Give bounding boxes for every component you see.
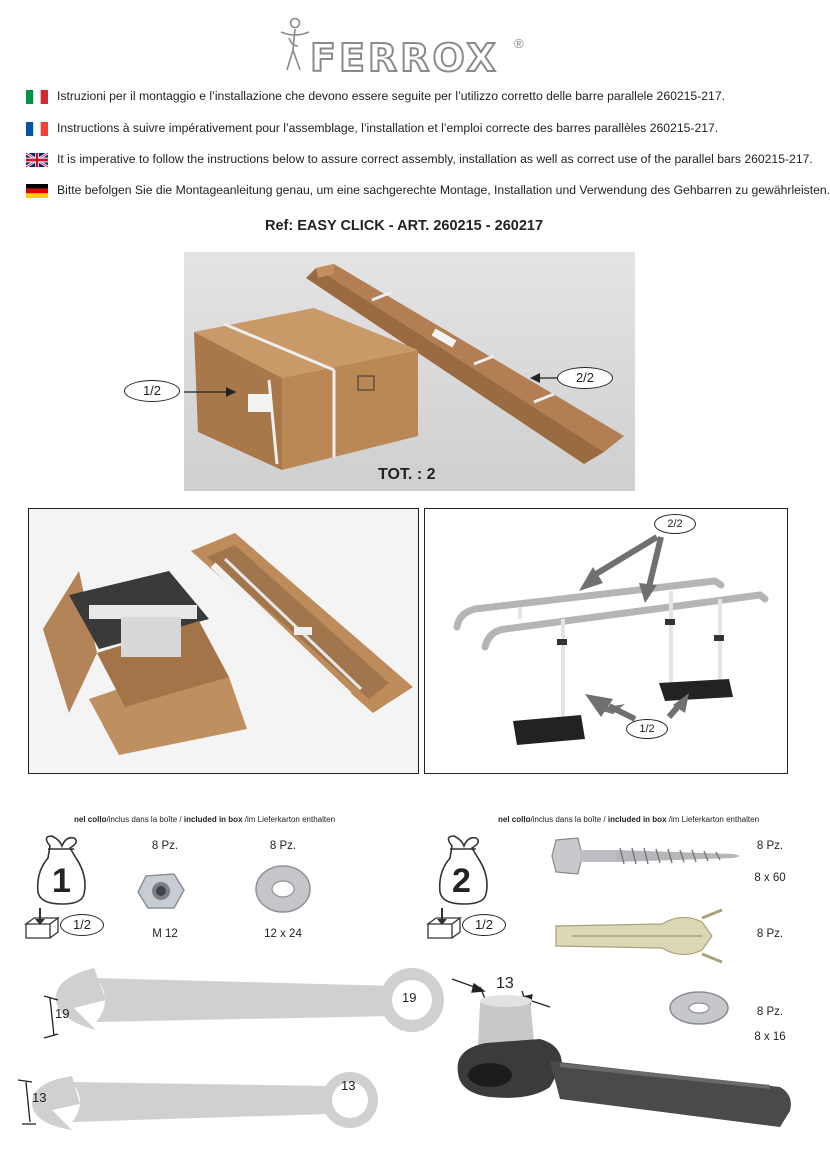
included-note-left: nel collo/inclus dans la boîte / include… xyxy=(74,815,336,824)
bag-number: 2 xyxy=(452,862,471,900)
box-download-icon xyxy=(426,908,462,939)
callout-arrows xyxy=(184,373,570,397)
washer-quantity: 8 Pz. xyxy=(269,840,297,852)
callout-arrows xyxy=(579,534,689,722)
flag-france-icon xyxy=(26,122,48,136)
instruction-french: Instructions à suivre impérativement pou… xyxy=(26,119,801,137)
washer-quantity: 8 Pz. xyxy=(756,1006,784,1018)
opened-box-photo xyxy=(28,508,419,774)
washer-size: 12 x 24 xyxy=(264,928,302,940)
socket-size: 13 xyxy=(496,975,514,992)
wall-plug-quantity: 8 Pz. xyxy=(756,928,784,940)
callout-box-2: 2/2 xyxy=(557,367,613,389)
registered-mark: ® xyxy=(514,36,524,51)
screw-icon xyxy=(551,837,740,875)
total-packages: TOT. : 2 xyxy=(378,466,436,483)
bag-number: 1 xyxy=(52,862,71,900)
screw-quantity: 8 Pz. xyxy=(756,840,784,852)
nut-icon xyxy=(137,873,185,909)
wrench-large-right-size: 19 xyxy=(402,990,417,1005)
opened-box-illustration xyxy=(43,533,413,755)
brand-name: FERROX xyxy=(309,35,499,81)
wrench-small-right-size: 13 xyxy=(341,1078,356,1093)
instruction-english: It is imperative to follow the instructi… xyxy=(25,150,813,169)
callout-bases: 1/2 xyxy=(626,719,668,739)
instruction-italian: Istruzioni per il montaggio e l’installa… xyxy=(26,87,801,105)
instruction-text: Istruzioni per il montaggio e l’installa… xyxy=(57,89,725,103)
socket-wrench-illustration xyxy=(451,978,791,1127)
reference-title: Ref: EASY CLICK - ART. 260215 - 260217 xyxy=(264,218,544,234)
wrench-large-left-size: 19 xyxy=(55,1006,70,1021)
washer-icon xyxy=(255,865,311,913)
athlete-icon xyxy=(280,17,310,71)
combination-wrenches-illustration xyxy=(17,968,444,1130)
wall-plug-icon xyxy=(555,908,723,964)
bag-icon xyxy=(36,835,86,905)
flag-uk-icon xyxy=(25,151,49,169)
included-note-right: nel collo/inclus dans la boîte / include… xyxy=(498,815,760,824)
flag-italy-icon xyxy=(26,90,48,104)
nut-size: M 12 xyxy=(152,928,178,940)
instruction-text: Instructions à suivre impérativement pou… xyxy=(57,121,719,135)
callout-bars: 2/2 xyxy=(654,514,696,534)
instruction-text: Bitte befolgen Sie die Montageanleitung … xyxy=(57,183,830,197)
callout-box-1: 1/2 xyxy=(124,380,180,402)
washer-icon xyxy=(669,991,729,1025)
bag1-box-label: 1/2 xyxy=(60,914,104,936)
screw-size: 8 x 60 xyxy=(754,872,786,884)
ferrox-logo: FERROX ® xyxy=(278,14,538,81)
wrench-small-left-size: 13 xyxy=(32,1090,47,1105)
box-download-icon xyxy=(24,908,60,939)
cardboard-boxes-illustration xyxy=(194,264,624,470)
package-photo xyxy=(184,252,635,491)
flag-germany-icon xyxy=(26,184,48,198)
nut-quantity: 8 Pz. xyxy=(151,840,179,852)
bag-icon xyxy=(438,835,488,905)
bag2-box-label: 1/2 xyxy=(462,914,506,936)
instruction-text: It is imperative to follow the instructi… xyxy=(57,152,813,166)
washer-size: 8 x 16 xyxy=(754,1031,786,1043)
assembled-bars-photo xyxy=(424,508,788,774)
instruction-german: Bitte befolgen Sie die Montageanleitung … xyxy=(26,181,830,199)
